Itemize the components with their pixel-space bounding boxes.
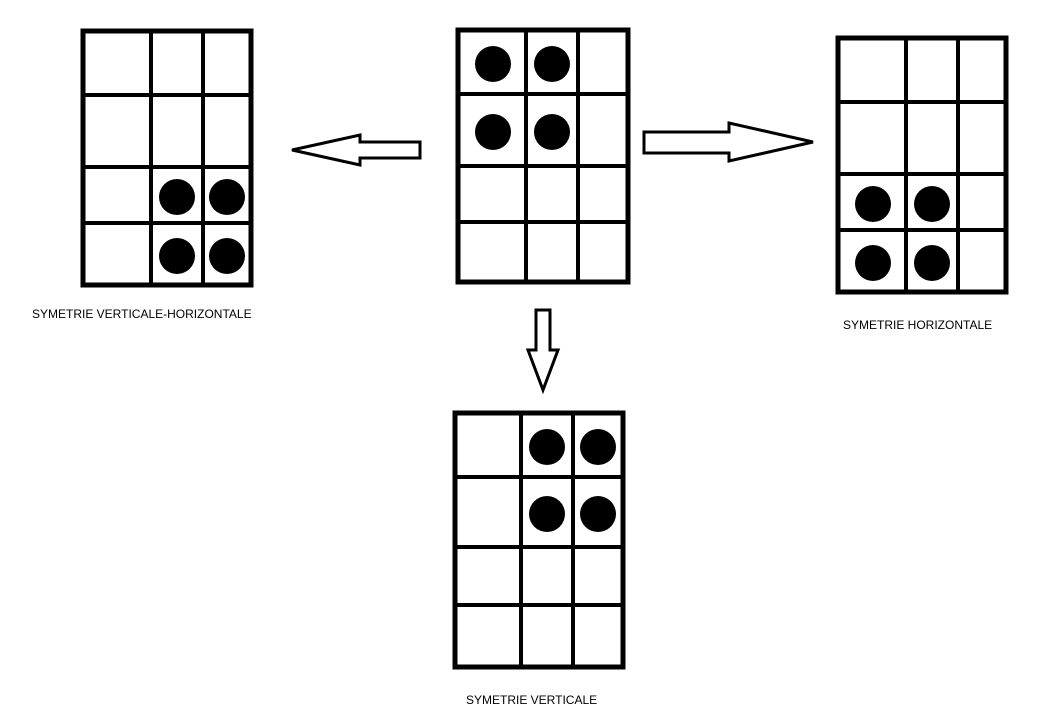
dot [475,46,511,82]
dot [580,429,616,465]
arrow-down-icon [525,308,561,395]
grid-frame [452,410,626,670]
grid-frame [80,28,254,288]
grid-symetrie-verticale [452,410,626,670]
dot [529,429,565,465]
grid-symetrie-verticale-horizontale [80,28,254,288]
grid-symetrie-horizontale [835,35,1009,295]
dot [209,238,245,274]
grid-frame [455,27,631,285]
dot [580,496,616,532]
dot [534,46,570,82]
dot [159,179,195,215]
caption-symetrie-horizontale: SYMETRIE HORIZONTALE [843,318,993,332]
dot [529,496,565,532]
dot [159,238,195,274]
dot [475,114,511,150]
dot [855,245,891,281]
dot [534,114,570,150]
grid-original [455,27,631,285]
arrow-left-icon [291,133,422,167]
dot [855,186,891,222]
dot [209,179,245,215]
dot [914,186,950,222]
dot [914,245,950,281]
grid-frame [835,35,1009,295]
caption-symetrie-verticale: SYMETRIE VERTICALE [466,693,598,707]
arrow-right-icon [642,121,814,163]
arrows [291,121,814,395]
caption-symetrie-verticale-horizontale: SYMETRIE VERTICALE-HORIZONTALE [32,307,252,321]
